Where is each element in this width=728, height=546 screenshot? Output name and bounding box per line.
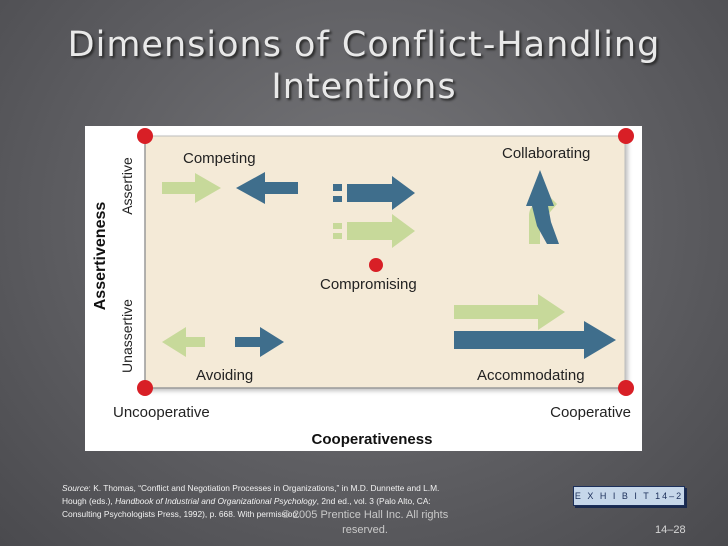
- slide-title: Dimensions of Conflict-Handling Intentio…: [0, 24, 728, 108]
- corner-dot-top-right: [618, 128, 634, 144]
- avoiding-label: Avoiding: [196, 367, 253, 384]
- corner-dot-bottom-right: [618, 380, 634, 396]
- center-dot: [369, 258, 383, 272]
- y-high-label: Assertive: [119, 157, 135, 215]
- copyright-notice: © 2005 Prentice Hall Inc. All rights res…: [272, 508, 458, 538]
- y-axis-title: Assertiveness: [92, 202, 109, 311]
- collaborating-label: Collaborating: [502, 145, 590, 162]
- page-number: 14–28: [655, 524, 686, 536]
- collaborating-dark-arrow: [526, 170, 559, 244]
- title-line-2: Intentions: [271, 67, 457, 107]
- source-citation: Source: K. Thomas, “Conflict and Negotia…: [62, 482, 462, 521]
- corner-dot-bottom-left: [137, 380, 153, 396]
- compromising-label: Compromising: [320, 276, 417, 293]
- competing-label: Competing: [183, 150, 256, 167]
- competing-light-arrow: [162, 173, 221, 203]
- avoiding-light-arrow: [162, 327, 205, 357]
- avoiding-dark-arrow: [235, 327, 284, 357]
- corner-dot-top-left: [137, 128, 153, 144]
- x-high-label: Cooperative: [550, 404, 631, 421]
- y-low-label: Unassertive: [119, 299, 135, 373]
- x-axis-title: Cooperativeness: [312, 431, 433, 448]
- exhibit-badge: E X H I B I T 14–2: [573, 486, 685, 506]
- diagram-panel: [145, 136, 625, 388]
- compromise-lower-arrow: [333, 214, 415, 248]
- accommodating-dark-arrow: [454, 321, 616, 359]
- x-low-label: Uncooperative: [113, 404, 210, 421]
- source-label: Source: [62, 483, 89, 493]
- copyright-line-2: reserved.: [342, 524, 388, 536]
- diagram-svg: Assertiveness Assertive Unassertive Unco…: [92, 128, 634, 448]
- source-book-title: Handbook of Industrial and Organizationa…: [115, 496, 317, 506]
- source-text-post: , 2nd ed., vol. 3 (Palo Alto, CA: Consul…: [62, 496, 431, 519]
- title-line-1: Dimensions of Conflict-Handling: [67, 25, 661, 65]
- competing-dark-arrow: [236, 172, 298, 204]
- conflict-diagram: Assertiveness Assertive Unassertive Unco…: [85, 126, 642, 451]
- accommodating-light-arrow: [454, 294, 565, 330]
- copyright-line-1: © 2005 Prentice Hall Inc. All rights: [281, 509, 449, 521]
- source-text-pre: : K. Thomas, “Conflict and Negotiation P…: [62, 483, 440, 506]
- accommodating-label: Accommodating: [477, 367, 585, 384]
- compromise-upper-arrow: [333, 176, 415, 210]
